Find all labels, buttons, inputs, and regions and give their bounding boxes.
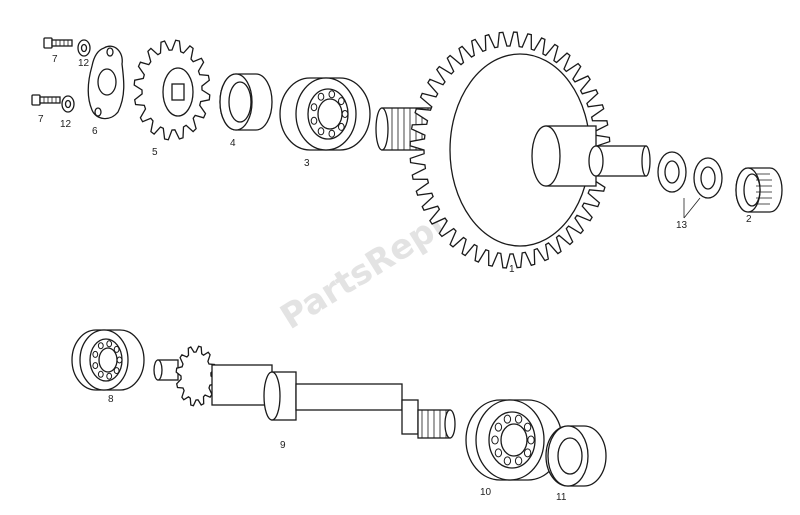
- bearing-ball: [317, 127, 325, 136]
- bearing-ball: [338, 97, 345, 106]
- bearing-ball: [116, 356, 123, 364]
- bearing-ball: [317, 92, 325, 101]
- ball-bearing-8: [71, 329, 145, 391]
- bearing-ball: [338, 122, 345, 131]
- label-13: 13: [676, 220, 688, 231]
- bearing-ball: [523, 448, 532, 458]
- drive-sprocket: [133, 39, 211, 141]
- label-1: 1: [509, 264, 515, 275]
- label-11: 11: [556, 492, 567, 503]
- bolt-lower: [31, 94, 61, 106]
- label-10: 10: [480, 487, 492, 498]
- bearing-ball: [106, 372, 113, 380]
- driven-gear-shaft: [375, 31, 651, 269]
- label-6: 6: [92, 126, 98, 137]
- bearing-ball: [503, 414, 512, 424]
- bearing-ball: [527, 435, 535, 445]
- washer-lower: [61, 95, 75, 113]
- bearing-ball: [328, 129, 336, 138]
- label-9: 9: [280, 440, 286, 451]
- bearing-ball: [514, 456, 523, 466]
- bearing-ball: [113, 367, 120, 375]
- ball-bearing-10: [465, 399, 563, 481]
- bearing-ball: [310, 103, 318, 112]
- label-7-upper: 7: [52, 54, 58, 65]
- bearing-ball: [113, 345, 120, 353]
- bearing-ball: [503, 456, 512, 466]
- primary-shaft: [153, 345, 456, 439]
- bearing-ball: [310, 116, 318, 125]
- bearing-ball: [494, 422, 503, 432]
- bearing-ball: [328, 90, 336, 99]
- bearing-ball: [514, 414, 523, 424]
- label-3: 3: [304, 158, 310, 169]
- bearing-ball: [494, 448, 503, 458]
- bearing-ball: [523, 422, 532, 432]
- label-5: 5: [152, 147, 158, 158]
- label-12-upper: 12: [78, 58, 90, 69]
- bearing-ball: [491, 435, 499, 445]
- part-labels: 7 12 7 12 6 5 4 3 1 13 2 8 9 10 11: [38, 54, 752, 503]
- leader-lines: [683, 197, 701, 219]
- bearing-ball: [106, 340, 113, 348]
- needle-bearing-2: [735, 167, 783, 213]
- bearing-ball: [92, 362, 99, 370]
- bearing-4: [219, 73, 273, 131]
- bolt-upper: [43, 37, 73, 49]
- bearing-ball: [97, 370, 104, 378]
- spacer-pair: [657, 151, 723, 199]
- lock-plate: [87, 45, 125, 120]
- label-7-lower: 7: [38, 114, 44, 125]
- ball-bearing-3: [279, 77, 371, 151]
- washer-upper: [77, 39, 91, 57]
- label-8: 8: [108, 394, 114, 405]
- label-4: 4: [230, 138, 236, 149]
- label-2: 2: [746, 214, 752, 225]
- bearing-ball: [92, 350, 99, 358]
- spacer-ring-11: [545, 425, 607, 487]
- label-12-lower: 12: [60, 119, 72, 130]
- bearing-ball: [97, 342, 104, 350]
- bearing-ball: [341, 110, 349, 118]
